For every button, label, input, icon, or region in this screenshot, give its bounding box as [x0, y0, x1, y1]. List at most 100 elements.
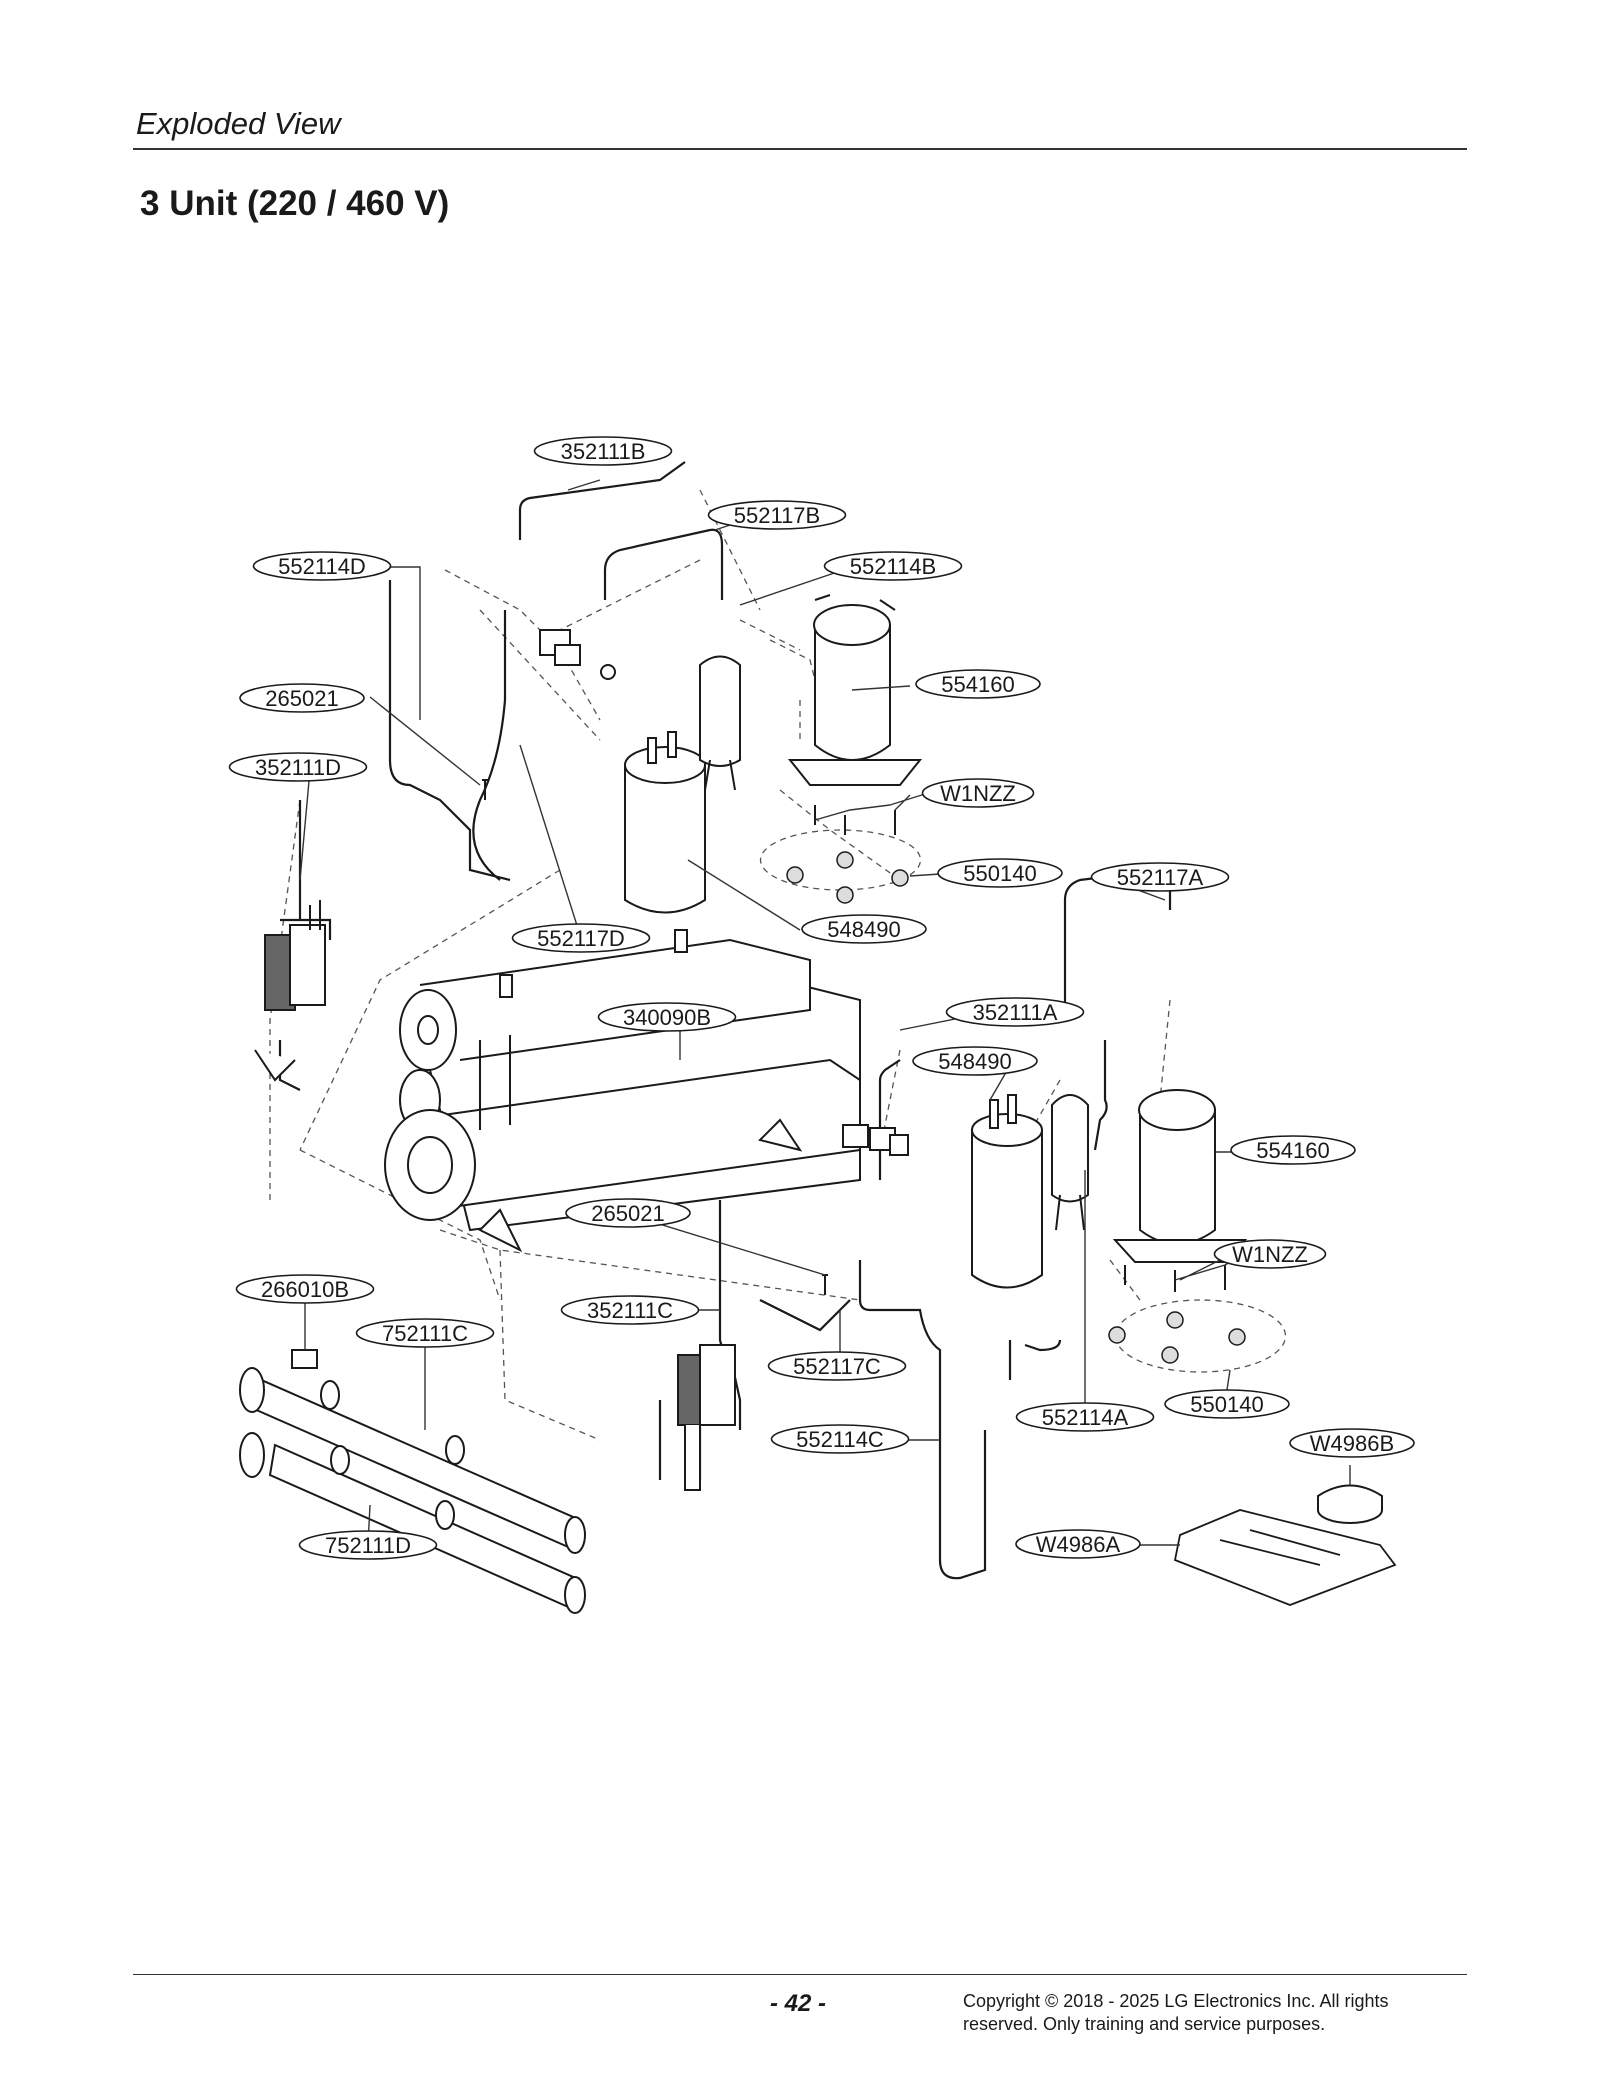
part-callout-oval [560, 1295, 700, 1325]
bolts [814, 805, 1226, 1292]
part-number-label: 552114D [278, 554, 366, 579]
part-callout-oval [1289, 1428, 1415, 1458]
grommet-set-lower [1108, 1311, 1246, 1364]
part-callout-oval [355, 1318, 495, 1348]
part-number-label: 552117A [1117, 865, 1204, 890]
part-number-label: 554160 [1256, 1138, 1329, 1163]
part-callout-oval [565, 1198, 691, 1228]
part-number-label: 552114C [796, 1427, 884, 1452]
part-callout-p8: W1NZZ [921, 778, 1035, 808]
part-number-label: 352111A [973, 1000, 1058, 1025]
part-callout-p4: 552114B [823, 551, 963, 581]
part-callout-p18: W1NZZ [1213, 1239, 1327, 1269]
receiver-tank-upper [624, 731, 706, 914]
part-callout-p23: 550140 [1164, 1389, 1290, 1419]
part-callout-p15: 548490 [912, 1046, 1038, 1076]
header-pipes [239, 1349, 586, 1614]
part-callout-p28: W4986A [1015, 1529, 1141, 1559]
part-number-label: 554160 [941, 672, 1014, 697]
part-number-label: W4986B [1310, 1431, 1394, 1456]
part-callout-oval [1230, 1135, 1356, 1165]
part-number-label: 552114A [1042, 1405, 1129, 1430]
part-callout-oval [912, 1046, 1038, 1076]
part-callout-oval [921, 778, 1035, 808]
part-number-label: 550140 [1190, 1392, 1263, 1417]
footer-rule [133, 1974, 1467, 1975]
copyright-notice: Copyright © 2018 - 2025 LG Electronics I… [963, 1990, 1463, 2036]
part-callout-oval [228, 752, 368, 782]
receiver-tank-lower [971, 1094, 1043, 1289]
part-callout-p26: W4986B [1289, 1428, 1415, 1458]
part-number-label: 352111C [587, 1298, 673, 1323]
part-number-label: 265021 [265, 686, 338, 711]
part-callout-p7: 352111D [228, 752, 368, 782]
part-callout-oval [597, 1002, 737, 1032]
part-callout-p13: 340090B [597, 1002, 737, 1032]
part-callout-p25: 552114C [770, 1424, 910, 1454]
valve-assembly-lower [677, 1344, 736, 1491]
part-callout-p19: 266010B [235, 1274, 375, 1304]
part-callout-p20: 352111C [560, 1295, 700, 1325]
part-number-label: 352111D [255, 755, 341, 780]
part-callout-p9: 550140 [937, 858, 1063, 888]
part-callout-oval [252, 551, 392, 581]
part-number-label: 752111D [325, 1533, 411, 1558]
solenoid-valve-upper [539, 629, 616, 680]
part-callout-p3: 552114D [252, 551, 392, 581]
part-number-label: 550140 [963, 861, 1036, 886]
part-callout-p16: 554160 [1230, 1135, 1356, 1165]
part-callout-p24: 552114A [1015, 1402, 1155, 1432]
part-number-label: 552117C [793, 1354, 881, 1379]
part-callout-oval [1213, 1239, 1327, 1269]
part-callout-oval [801, 914, 927, 944]
cover-plate [1173, 1509, 1397, 1606]
part-callout-p2: 552117B [707, 500, 847, 530]
part-number-label: W1NZZ [1232, 1242, 1308, 1267]
part-callout-oval [1015, 1402, 1155, 1432]
page-title: 3 Unit (220 / 460 V) [140, 184, 450, 223]
copyright-line-2: reserved. Only training and service purp… [963, 2014, 1326, 2034]
part-number-label: 552117D [537, 926, 625, 951]
part-number-label: W1NZZ [940, 781, 1016, 806]
part-number-label: 340090B [623, 1005, 711, 1030]
part-callout-p10: 552117A [1090, 862, 1230, 892]
section-header: Exploded View [136, 106, 341, 141]
part-callout-oval [823, 551, 963, 581]
part-callout-p22: 552117C [767, 1351, 907, 1381]
header-rule [133, 148, 1467, 150]
part-callout-oval [945, 997, 1085, 1027]
part-callout-oval [511, 923, 651, 953]
cap-cover [1317, 1484, 1383, 1524]
part-callout-p27: 752111D [298, 1530, 438, 1560]
part-number-label: 266010B [261, 1277, 349, 1302]
part-callout-p14: 352111A [945, 997, 1085, 1027]
part-callout-p21: 752111C [355, 1318, 495, 1348]
part-number-label: 752111C [382, 1321, 468, 1346]
part-callout-oval [533, 436, 673, 466]
compressor-upper [787, 594, 923, 786]
part-callout-p11: 548490 [801, 914, 927, 944]
solenoid-valve-middle [842, 1124, 909, 1156]
part-number-label: 552114B [850, 554, 936, 579]
part-callout-oval [1090, 862, 1230, 892]
accumulator-upper [699, 655, 741, 791]
part-callout-oval [767, 1351, 907, 1381]
part-callout-p5: 554160 [915, 669, 1041, 699]
grommet-set-upper [786, 851, 909, 904]
part-number-label: 548490 [938, 1049, 1011, 1074]
part-callout-p12: 552117D [511, 923, 651, 953]
compressor-lower [1112, 1089, 1248, 1263]
heat-exchanger [384, 929, 861, 1253]
part-callout-oval [235, 1274, 375, 1304]
part-callout-p6: 265021 [239, 683, 365, 713]
copyright-line-1: Copyright © 2018 - 2025 LG Electronics I… [963, 1991, 1389, 2011]
part-number-label: 552117B [734, 503, 820, 528]
part-number-label: 265021 [591, 1201, 664, 1226]
page-number: - 42 - [770, 1990, 827, 2017]
part-callout-oval [707, 500, 847, 530]
part-callout-oval [1164, 1389, 1290, 1419]
part-callout-p17: 265021 [565, 1198, 691, 1228]
part-callout-oval [915, 669, 1041, 699]
part-callout-oval [298, 1530, 438, 1560]
